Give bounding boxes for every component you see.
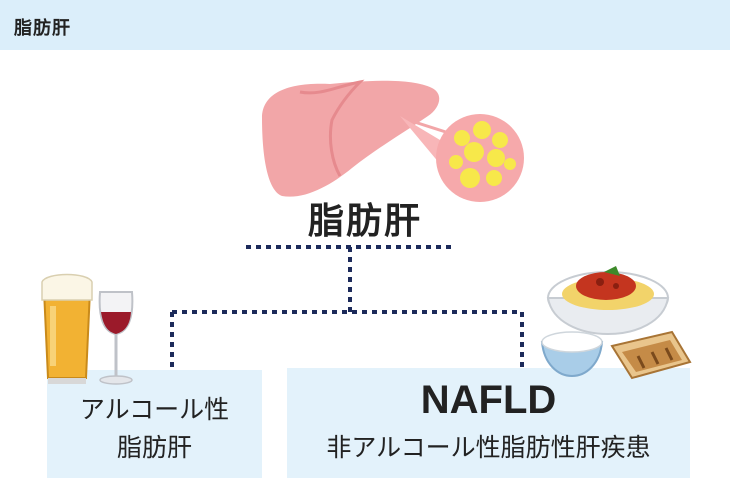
header-bar: 脂肪肝 — [0, 0, 730, 50]
rice-bowl-icon — [540, 331, 604, 378]
header-title: 脂肪肝 — [14, 18, 71, 39]
alcoholic-label-line1: アルコール性 — [79, 395, 230, 424]
main-title: 脂肪肝 — [307, 201, 422, 242]
nafld-full-name: 非アルコール性脂肪性肝疾患 — [326, 433, 651, 462]
nafld-label: NAFLD — [420, 378, 557, 422]
beer-glass-icon — [41, 273, 93, 384]
pasta-bowl-icon — [546, 266, 670, 336]
wine-glass-icon — [98, 291, 134, 385]
liver-icon — [262, 79, 453, 197]
alcoholic-label-line2: 脂肪肝 — [116, 433, 192, 462]
nafld-box: NAFLD 非アルコール性脂肪性肝疾患 — [287, 368, 690, 478]
toast-icon — [610, 330, 692, 380]
fat-cells-icon — [400, 114, 524, 202]
alcoholic-fatty-liver-box: アルコール性 脂肪肝 — [47, 370, 262, 478]
